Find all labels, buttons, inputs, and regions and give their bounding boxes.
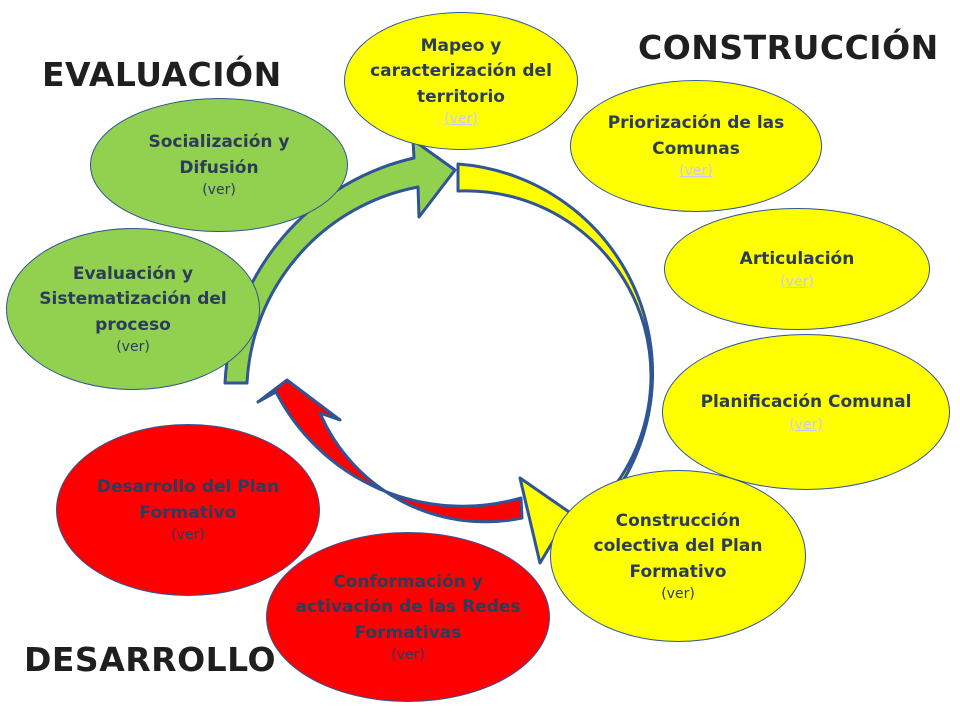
node-planificacion-link[interactable]: (ver) bbox=[789, 416, 823, 433]
node-evaluacion-sistematizacion-link[interactable]: (ver) bbox=[116, 339, 150, 356]
node-articulacion-label: Articulación bbox=[739, 249, 855, 270]
node-socializacion[interactable]: Socialización y Difusión (ver) bbox=[90, 98, 348, 232]
node-desarrollo-plan-label: Desarrollo del Plan Formativo bbox=[96, 477, 280, 523]
node-construccion-colectiva-label: Construcción colectiva del Plan Formativ… bbox=[593, 510, 763, 582]
node-mapeo-label: Mapeo y caracterización del territorio bbox=[370, 35, 552, 107]
node-desarrollo-plan[interactable]: Desarrollo del Plan Formativo (ver) bbox=[56, 424, 320, 596]
node-priorizacion[interactable]: Priorización de las Comunas (ver) bbox=[570, 80, 822, 212]
section-title-desarrollo: DESARROLLO bbox=[24, 640, 277, 679]
node-conformacion[interactable]: Conformación y activación de las Redes F… bbox=[266, 532, 550, 702]
node-articulacion-link[interactable]: (ver) bbox=[780, 273, 814, 290]
node-mapeo[interactable]: Mapeo y caracterización del territorio (… bbox=[344, 12, 578, 150]
node-construccion-colectiva-link[interactable]: (ver) bbox=[661, 586, 695, 603]
node-desarrollo-plan-link[interactable]: (ver) bbox=[171, 527, 205, 544]
node-evaluacion-sistematizacion[interactable]: Evaluación y Sistematización del proceso… bbox=[6, 228, 260, 390]
node-socializacion-label: Socialización y Difusión bbox=[148, 132, 290, 178]
node-priorizacion-link[interactable]: (ver) bbox=[679, 163, 713, 180]
section-title-evaluacion: EVALUACIÓN bbox=[42, 55, 282, 94]
node-conformacion-link[interactable]: (ver) bbox=[391, 647, 425, 664]
node-priorizacion-label: Priorización de las Comunas bbox=[607, 113, 785, 159]
development-arrow bbox=[256, 378, 524, 524]
node-conformacion-label: Conformación y activación de las Redes F… bbox=[295, 571, 521, 643]
node-evaluacion-sistematizacion-label: Evaluación y Sistematización del proceso bbox=[39, 263, 227, 335]
node-articulacion[interactable]: Articulación (ver) bbox=[664, 208, 930, 330]
node-mapeo-link[interactable]: (ver) bbox=[444, 111, 478, 128]
construction-arrow bbox=[456, 162, 655, 565]
section-title-construccion: CONSTRUCCIÓN bbox=[638, 28, 939, 67]
node-socializacion-link[interactable]: (ver) bbox=[202, 182, 236, 199]
node-planificacion[interactable]: Planificación Comunal (ver) bbox=[662, 334, 950, 490]
node-construccion-colectiva[interactable]: Construcción colectiva del Plan Formativ… bbox=[550, 470, 806, 642]
node-planificacion-label: Planificación Comunal bbox=[700, 392, 912, 413]
